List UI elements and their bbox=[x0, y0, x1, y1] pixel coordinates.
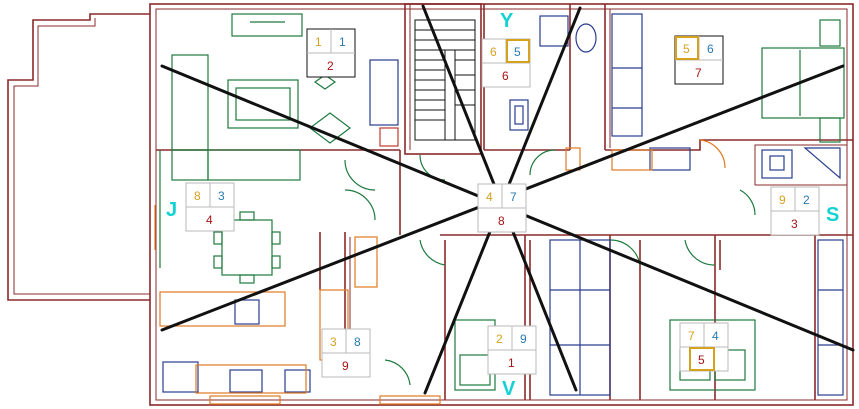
direction-south-label: V bbox=[502, 378, 516, 400]
grid-cell-value: 2 bbox=[496, 332, 503, 346]
grid-bottom-right: 7 4 5 bbox=[679, 322, 729, 372]
grid-cell-value: 8 bbox=[194, 189, 201, 203]
grid-cell-value: 9 bbox=[779, 193, 786, 207]
kitchen-counters bbox=[159, 127, 726, 405]
grid-bottom-center: 2 9 1 bbox=[487, 325, 537, 375]
grid-cell-value: 1 bbox=[339, 35, 346, 49]
grid-cell-value: 4 bbox=[712, 329, 719, 343]
grid-cell-value: 9 bbox=[342, 359, 349, 373]
grid-cell-value: 8 bbox=[498, 214, 505, 228]
grid-right: 9 2 3 bbox=[770, 186, 820, 236]
grid-top-right: 5 6 7 bbox=[674, 35, 724, 85]
grid-cell-value: 2 bbox=[327, 59, 334, 73]
grid-cell-value: 5 bbox=[514, 45, 521, 59]
grid-cell-value: 8 bbox=[354, 335, 361, 349]
grid-cell-value: 7 bbox=[510, 190, 517, 204]
grid-cell-value: 4 bbox=[486, 190, 493, 204]
grid-center: 4 7 8 bbox=[477, 183, 527, 233]
grid-cell-value: 6 bbox=[490, 45, 497, 59]
grid-cell-value: 9 bbox=[520, 332, 527, 346]
grid-cell-value: 7 bbox=[688, 329, 695, 343]
grid-cell-value: 3 bbox=[218, 189, 225, 203]
grid-top-left: 1 1 2 bbox=[306, 28, 356, 78]
direction-west-label: J bbox=[166, 199, 177, 221]
direction-east-label: S bbox=[826, 204, 839, 226]
grid-cell-value: 6 bbox=[707, 42, 714, 56]
grid-cell-value: 5 bbox=[683, 42, 690, 56]
direction-labels: Y J S V bbox=[166, 10, 839, 400]
grid-top-center: 6 5 6 bbox=[481, 38, 531, 88]
grid-cell-value: 4 bbox=[206, 213, 213, 227]
grid-left: 8 3 4 bbox=[185, 182, 235, 232]
grid-cell-value: 3 bbox=[330, 335, 337, 349]
grid-cell-value: 5 bbox=[698, 353, 705, 367]
grid-bottom-left: 3 8 9 bbox=[321, 328, 371, 378]
grid-cell-value: 6 bbox=[502, 69, 509, 83]
grid-cell-value: 1 bbox=[315, 35, 322, 49]
grid-cell-value: 2 bbox=[803, 193, 810, 207]
grid-cell-value: 1 bbox=[508, 356, 515, 370]
direction-north-label: Y bbox=[500, 10, 514, 32]
grid-cell-value: 7 bbox=[695, 66, 702, 80]
grid-cell-value: 3 bbox=[791, 217, 798, 231]
staircase bbox=[414, 19, 476, 141]
